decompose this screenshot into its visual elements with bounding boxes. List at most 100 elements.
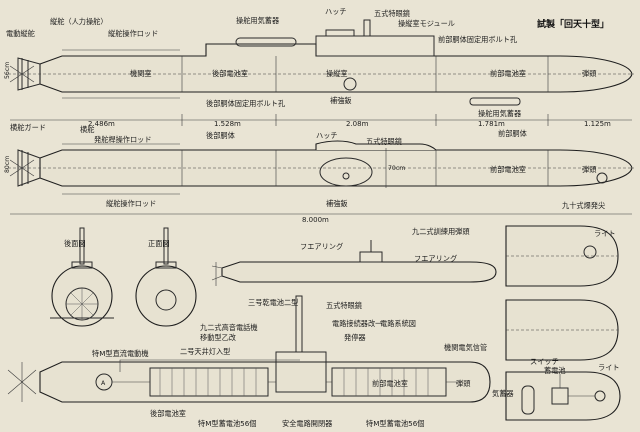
circuit-m-battery2-label: 特M型蓄電池56個: [366, 419, 424, 428]
circuit-warhead-label: 弾頭: [456, 379, 471, 388]
plan-warhead-label: 弾頭: [582, 69, 597, 78]
circuit-periscope: [295, 295, 303, 353]
plan-steering-air2-label: 操舵用気蓄器: [478, 109, 521, 118]
dim-seg-5: 1.125m: [584, 120, 611, 128]
plan-height-label: 56cm: [4, 62, 11, 79]
plan-rods: [62, 49, 180, 99]
circuit-switch-change-label: 電路接続器改一: [332, 319, 382, 328]
training-head-light: [583, 245, 597, 259]
fairing-tail: [211, 262, 223, 286]
plan-rudder-label: 縦舵（人力操舵）: [50, 17, 108, 26]
plan-elec-rudder-label: 電動縦舵: [6, 29, 35, 38]
circuit-rear-battery-label: 後部電池室: [150, 409, 186, 418]
circuit-wiring: [112, 359, 460, 383]
plan-air-cylinder: [235, 37, 297, 47]
plan-rear-bolt-label: 後部胴体固定用ボルト孔: [206, 99, 285, 108]
light-1-label: ライト: [594, 229, 616, 238]
side-guard-label: 横舵ガード: [10, 123, 46, 132]
side-front-battery-label: 前部電池室: [490, 165, 526, 174]
side-hatch-ellipse: [319, 157, 373, 187]
circuit-safety-label: 安全電路開閉器: [282, 419, 332, 428]
circuit-signal-label: 機関電気信管: [444, 343, 487, 352]
fairing-sketch: フエアリング フエアリング: [211, 240, 497, 286]
side-hatch-port: [342, 172, 350, 180]
side-warhead-label: 弾頭: [582, 165, 597, 174]
side-hatch-label: ハッチ: [316, 131, 338, 140]
fairlead-2-label: フエアリング: [414, 254, 457, 263]
plan-pilot-room-label: 操縦室: [326, 69, 348, 78]
dim-seg-3: 2.08m: [346, 120, 369, 128]
side-view: 横舵ガード 横舵 発舵桿操作ロッド 後部胴体 ハッチ 五式特眼鏡 前部胴体 前部…: [4, 123, 634, 210]
circuit-motor-label: 特M型直流電動機: [92, 349, 149, 358]
circuit-fwd-cells: [343, 368, 429, 396]
plan-rear-battery-label: 後部電池室: [212, 69, 248, 78]
side-propeller: [9, 159, 35, 177]
light-assembly: スイッチ 蓄電池 ライト 気蓄器: [492, 357, 621, 421]
dim-seg-2: 1.528m: [214, 120, 241, 128]
training-head-title: 九二式訓練用弾頭: [412, 227, 470, 236]
front-view-tower: [155, 261, 177, 269]
circuit-propeller: [7, 362, 37, 402]
fairing-hull: [221, 261, 497, 283]
circuit-generator-label: 発停器: [344, 333, 366, 342]
plan-fwd-bolt-label: 前部胴体固定用ボルト孔: [438, 35, 517, 44]
circuit-motor-symbol: A: [101, 380, 106, 387]
circuit-lamp-label: 二号天井灯入型: [180, 347, 230, 356]
plan-steering-air-label: 操舵用気蓄器: [236, 16, 279, 25]
small-views: 後面図 正面図: [50, 227, 197, 327]
front-view-periscope: [163, 227, 169, 265]
plan-fwd-battery-label: 前部電池室: [490, 69, 526, 78]
plan-pilot-module-label: 操縦室モジュール: [398, 19, 455, 28]
air-tank-label: 気蓄器: [492, 389, 514, 398]
side-rods: [62, 143, 180, 195]
dimension-row: 2.486m 1.528m 2.08m 1.781m 1.125m 8.000m: [10, 114, 632, 224]
circuit-fwd-battery-label: 前部電池室: [372, 379, 408, 388]
light-2-label: ライト: [598, 363, 620, 372]
circuit-hull: [39, 361, 491, 403]
side-front-body-label: 前部胴体: [498, 129, 527, 138]
plan-view: ハッチ 五式特眼鏡 操舵用気蓄器 縦舵（人力操舵） 電動縦舵 縦舵操作ロッド 機…: [4, 7, 634, 118]
plan-propeller: [9, 65, 35, 83]
side-bulkhead-label: 補強鈑: [326, 199, 348, 208]
side-hatch-dim-label: 70cm: [388, 165, 405, 172]
plan-periscope: [363, 19, 371, 37]
plan-hatch-label: ハッチ: [325, 7, 347, 16]
drawing-title: 試製「回天十型」: [537, 18, 609, 30]
fairing-tower: [359, 251, 383, 263]
plan-rudder-rod-label: 縦舵操作ロッド: [108, 29, 158, 38]
side-rudder-rod-label: 縦舵操作ロッド: [106, 199, 156, 208]
circuit-rear-cells: [159, 368, 257, 396]
plan-bulkhead: [343, 77, 357, 91]
circuit-telephone-label: 九二式高音電話機: [200, 323, 258, 332]
plan-pilot-module: [315, 35, 435, 57]
plan-hull: [39, 43, 633, 93]
rear-view-prop-blades: [66, 288, 98, 320]
plan-bulkhead-label: 補強鈑: [330, 96, 352, 105]
rear-view-tower: [71, 261, 93, 269]
front-view-hull: [135, 265, 197, 327]
air-tank: [521, 385, 535, 415]
side-fuze: [596, 172, 608, 184]
fairlead-1-label: フエアリング: [300, 242, 343, 251]
dim-total: 8.000m: [302, 216, 329, 224]
side-tower: [315, 140, 437, 151]
dim-seg-4: 1.781m: [478, 120, 505, 128]
plan-fwd-air-cylinder: [469, 97, 521, 106]
circuit-m-battery1-label: 特M型蓄電池56個: [198, 419, 256, 428]
circuit-battery-type-label: 三号乾電池二型: [248, 298, 298, 307]
side-elevator-rod-label: 発舵桿操作ロッド: [94, 135, 152, 144]
side-height-label: 80cm: [4, 156, 11, 173]
accum-battery-label: 蓄電池: [544, 366, 566, 375]
side-fuze-label: 九十式爆発尖: [562, 201, 605, 210]
dim-seg-1: 2.486m: [88, 120, 115, 128]
switch-label: スイッチ: [530, 357, 559, 366]
plan-periscope-label: 五式特眼鏡: [374, 9, 410, 18]
side-rear-body-label: 後部胴体: [206, 131, 235, 140]
light-wiring: [559, 374, 595, 397]
training-warhead: 九二式訓練用弾頭 ライト: [412, 225, 619, 361]
plan-hatch: [325, 29, 355, 37]
circuit-title: 電路系統図: [380, 319, 416, 328]
circuit-diagram: 電路系統図 A 三号乾電池二型 五式特眼鏡 九二式高音電: [7, 295, 491, 428]
